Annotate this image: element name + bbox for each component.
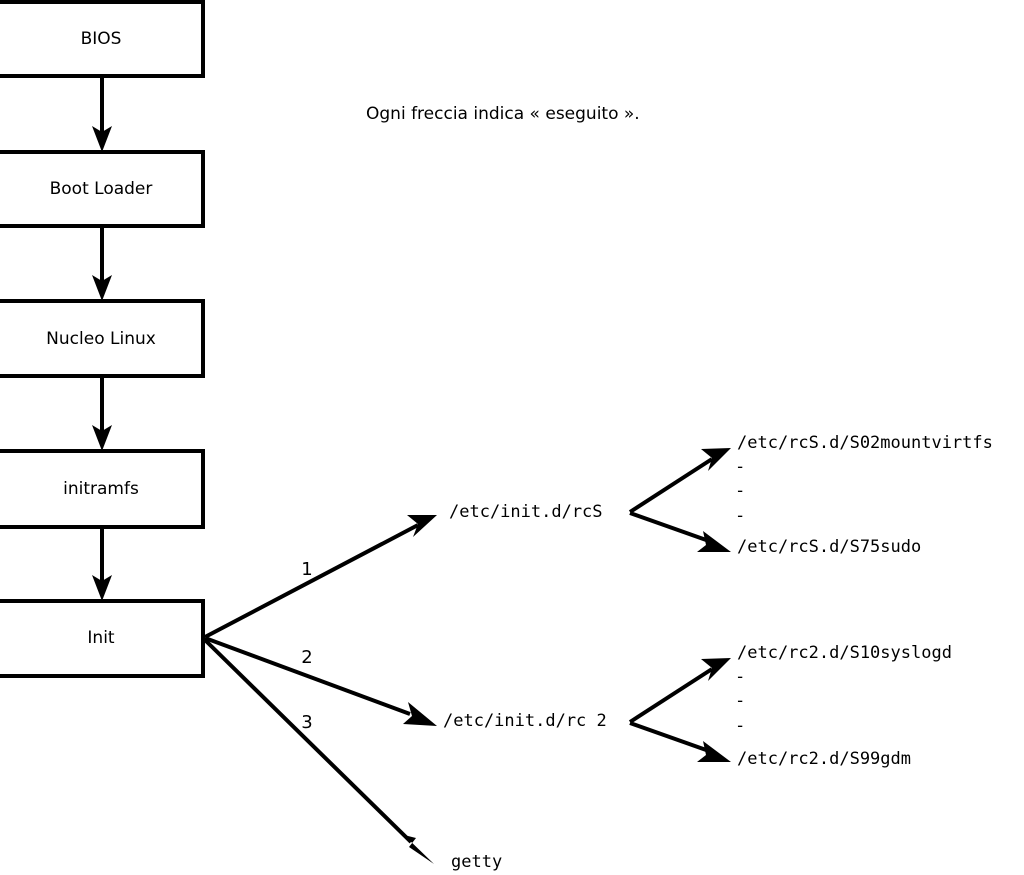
arrow-shaft [629, 511, 710, 543]
branch-target-rcs-label: /etc/init.d/rcS [449, 502, 603, 522]
arrow-shaft [629, 721, 710, 753]
node-boot-loader: Boot Loader [0, 150, 205, 228]
node-init-box [0, 599, 205, 678]
branch-3-to-getty: 3 getty [203, 638, 502, 872]
arrow-head-icon [403, 702, 437, 726]
rcs-script-first-label: /etc/rcS.d/S02mountvirtfs [737, 433, 993, 453]
node-bios-box [0, 0, 205, 78]
arrow-initramfs-to-init [92, 527, 112, 601]
arrow-boot-loader-to-kernel [92, 226, 112, 301]
boot-chain-group: BIOS Boot Loader Nucleo Linux initramfs … [0, 0, 205, 678]
arrow-head-icon [697, 531, 731, 552]
node-boot-loader-label: Boot Loader [50, 179, 153, 199]
rcs-ellipsis-dash-3: - [735, 506, 745, 526]
node-kernel: Nucleo Linux [0, 299, 205, 378]
node-initramfs-box [0, 449, 205, 529]
node-init: Init [0, 599, 205, 678]
arrow-shaft [203, 638, 413, 844]
rc2-ellipsis-dash-2: - [735, 691, 745, 711]
branch-number-3: 3 [301, 712, 312, 733]
arrow-head-icon [92, 126, 112, 152]
arrow-shaft [204, 636, 411, 716]
rcs-script-last-label: /etc/rcS.d/S75sudo [737, 537, 921, 557]
chain-arrows-group [92, 76, 112, 601]
rc2-ellipsis-dash-1: - [735, 667, 745, 687]
rcs-fork-arrow-lower [629, 511, 731, 552]
rc2-ellipsis-dash-3: - [735, 716, 745, 736]
arrow-bios-to-boot-loader [92, 76, 112, 152]
branch-number-1: 1 [301, 559, 312, 580]
rcs-fork-arrow-upper [628, 448, 731, 514]
arrow-head-icon [92, 425, 112, 451]
arrow-kernel-to-initramfs [92, 376, 112, 451]
branch-target-getty-label: getty [451, 852, 502, 872]
init-branch-group: 1 /etc/init.d/rcS 2 /etc/init.d/rc 2 3 g… [203, 502, 607, 872]
rc2-script-last-label: /etc/rc2.d/S99gdm [737, 749, 911, 769]
rcs-ellipsis-dash-2: - [735, 481, 745, 501]
node-initramfs: initramfs [0, 449, 205, 529]
diagram-caption: Ogni freccia indica « eseguito ». [366, 104, 640, 124]
arrow-head-icon [92, 575, 112, 601]
node-boot-loader-box [0, 150, 205, 228]
rc2-fork-arrow-lower [629, 721, 731, 762]
branch-1-to-rcs: 1 /etc/init.d/rcS [204, 502, 603, 639]
branch-number-2: 2 [301, 647, 312, 668]
node-initramfs-label: initramfs [63, 479, 139, 499]
branch-target-rc2-label: /etc/init.d/rc 2 [443, 711, 607, 731]
rcs-fork-group: /etc/rcS.d/S02mountvirtfs - - - /etc/rcS… [628, 433, 993, 557]
arrow-head-icon [701, 658, 731, 681]
arrow-head-icon [404, 835, 434, 864]
node-kernel-label: Nucleo Linux [46, 329, 156, 349]
arrow-shaft [628, 457, 714, 514]
arrow-head-icon [701, 448, 731, 471]
rc2-script-first-label: /etc/rc2.d/S10syslogd [737, 643, 952, 663]
rc2-fork-group: /etc/rc2.d/S10syslogd - - - /etc/rc2.d/S… [628, 643, 952, 769]
rcs-ellipsis-dash-1: - [735, 457, 745, 477]
arrow-head-icon [407, 515, 437, 537]
node-bios-label: BIOS [81, 29, 122, 49]
branch-2-to-rc2: 2 /etc/init.d/rc 2 [204, 636, 607, 731]
arrow-head-icon [92, 275, 112, 301]
node-kernel-box [0, 299, 205, 378]
rc2-fork-arrow-upper [628, 658, 731, 724]
arrow-shaft [204, 523, 419, 639]
arrow-shaft [628, 667, 714, 724]
node-init-label: Init [87, 628, 115, 648]
node-bios: BIOS [0, 0, 205, 78]
arrow-head-icon [697, 741, 731, 762]
